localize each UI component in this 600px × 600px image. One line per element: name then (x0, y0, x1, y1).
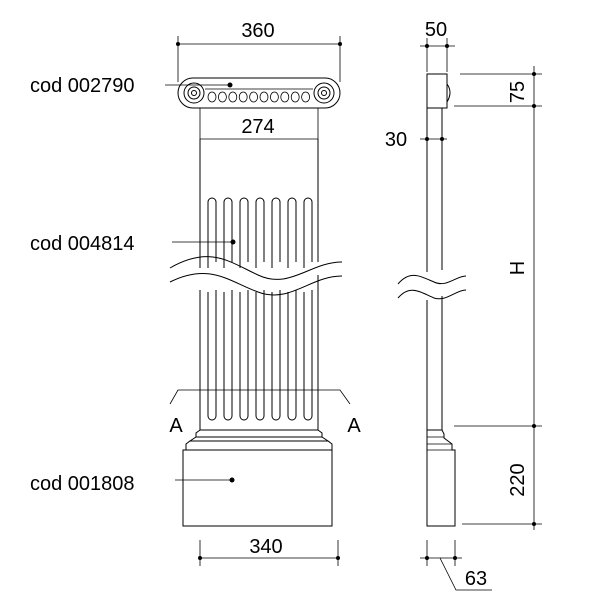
shaft-code: cod 004814 (30, 233, 135, 255)
front-view: 360 cod 002790 274 (30, 20, 361, 566)
side-shaft (397, 108, 467, 430)
dim-side-top-width: 50 (420, 19, 455, 72)
flute-upper (223, 197, 233, 268)
side-view: 50 30 (385, 19, 542, 591)
dim-shaft-offset-label: 30 (385, 129, 407, 151)
base-code: cod 001808 (30, 473, 135, 495)
section-a-left: A (169, 415, 183, 437)
flute-lower (303, 290, 313, 421)
flute-lower (255, 290, 265, 421)
base-code-callout: cod 001808 (30, 473, 235, 495)
dim-base-width-label: 340 (249, 536, 282, 558)
side-base (426, 429, 456, 527)
flute-lower (271, 290, 281, 421)
dim-shaft-width: 274 (199, 108, 319, 140)
egg-ornament (259, 91, 269, 103)
dim-top-width: 360 (176, 20, 342, 82)
flute-lower (239, 290, 249, 421)
flute-upper (287, 197, 297, 268)
egg-ornament (238, 91, 248, 103)
shaft-code-callout: cod 004814 (30, 233, 236, 255)
dim-base-width: 340 (198, 536, 340, 566)
shaft (169, 139, 343, 430)
dim-side-base-width-label: 63 (465, 568, 487, 590)
flute-upper (239, 197, 249, 268)
capital-code: cod 002790 (30, 75, 135, 97)
flute-upper (255, 197, 265, 268)
egg-ornament (269, 91, 279, 103)
base-moulding (185, 429, 333, 451)
plinth (182, 449, 333, 527)
flute-lower (287, 290, 297, 421)
flute-upper (303, 197, 313, 268)
capital (177, 77, 341, 109)
section-marker: A A (169, 389, 361, 437)
dim-vertical-chain: 75 H 220 (454, 66, 542, 530)
dim-shaft-width-label: 274 (241, 116, 274, 138)
egg-ornament (228, 91, 238, 103)
flute-lower (223, 290, 233, 421)
capital-code-callout: cod 002790 (30, 75, 233, 97)
dim-shaft-height-label: H (507, 261, 529, 275)
flute-lower (207, 290, 217, 421)
dim-base-height-label: 220 (507, 463, 529, 496)
dim-side-top-width-label: 50 (425, 19, 447, 41)
egg-ornament (301, 91, 311, 103)
side-capital (426, 73, 451, 109)
flute-upper (207, 197, 217, 268)
egg-ornament (280, 91, 290, 103)
egg-ornament (249, 91, 259, 103)
dim-capital-height-label: 75 (507, 81, 529, 103)
dim-side-base-width: 63 (420, 540, 492, 591)
egg-ornament (217, 91, 227, 103)
section-a-right: A (347, 415, 361, 437)
flute-upper (271, 197, 281, 268)
egg-ornament (290, 91, 300, 103)
dim-top-width-label: 360 (241, 20, 274, 42)
egg-ornament (207, 91, 217, 103)
